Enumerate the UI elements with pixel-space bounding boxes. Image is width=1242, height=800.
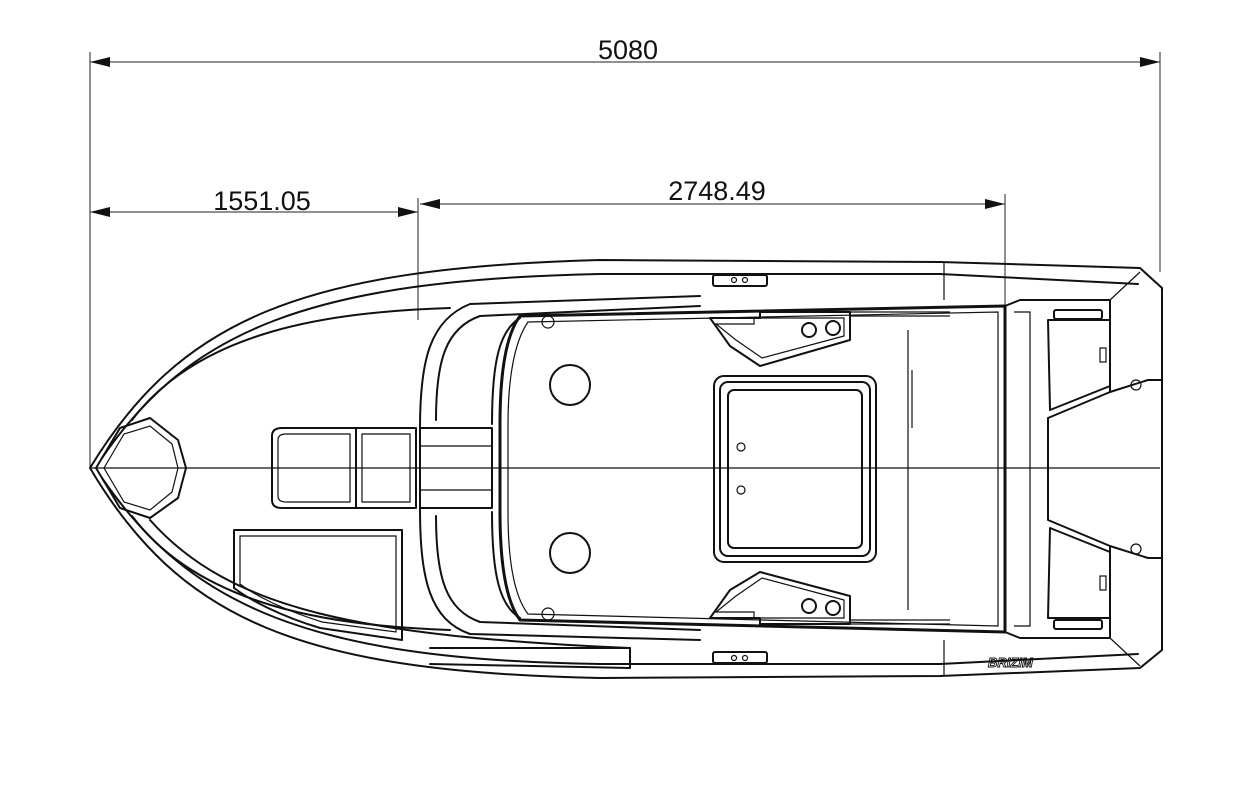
- dimension-cockpit-length: 2748.49: [420, 176, 1006, 350]
- hull: [89, 259, 1163, 679]
- bow-sun-pad: [271, 427, 417, 509]
- brand-logo: BRIZIM: [988, 655, 1034, 670]
- windshield: [419, 295, 701, 641]
- dimension-bow-to-console: 1551.05: [90, 186, 419, 320]
- port-seat-console: [709, 311, 950, 367]
- cleat-icon: [712, 651, 768, 664]
- dimension-cockpit-length-label: 2748.49: [668, 176, 766, 206]
- starboard-seat-console: [709, 571, 950, 625]
- dimension-bow-to-console-label: 1551.05: [213, 186, 311, 216]
- dimension-overall-label: 5080: [598, 35, 658, 65]
- dimension-overall: 5080: [89, 35, 1161, 468]
- cup-holder-icon: [549, 532, 591, 574]
- floor-hatch: [713, 375, 877, 563]
- cockpit: [498, 304, 1007, 634]
- cleat-icon: [712, 274, 768, 287]
- bow-side-hatch: [233, 529, 631, 669]
- transom: [1004, 271, 1163, 667]
- bow-anchor-locker: [95, 417, 187, 519]
- cup-holder-icon: [549, 364, 591, 406]
